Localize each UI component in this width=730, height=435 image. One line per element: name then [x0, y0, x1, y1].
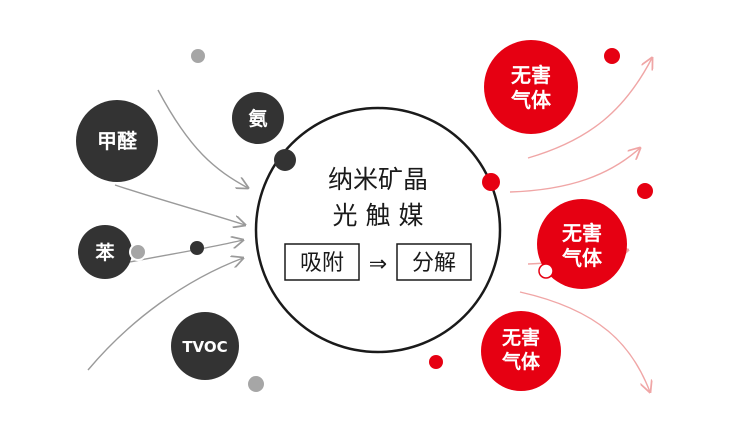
- output-harmless-gas-3: 无害 气体: [481, 311, 561, 391]
- pollutant-jiaquan: 甲醛: [76, 100, 158, 182]
- center-title-line1: 纳米矿晶: [328, 165, 428, 194]
- process-box-adsorb: [284, 243, 360, 281]
- arrow-out-2: [509, 148, 640, 193]
- dot-red: [429, 355, 443, 369]
- dot-red: [637, 183, 653, 199]
- arrow-in-1: [157, 89, 248, 188]
- svg-text:无害: 无害: [502, 326, 540, 349]
- process-step-decompose: 分解: [412, 251, 456, 276]
- pollutant-an: 氨: [232, 92, 284, 144]
- center-circle: [254, 106, 502, 354]
- output-harmless-gas-2: 无害 气体: [537, 199, 627, 289]
- dot-red: [482, 173, 500, 191]
- pollutant-label: TVOC: [182, 338, 227, 356]
- dot-gray: [129, 243, 147, 261]
- pollutant-label: 甲醛: [97, 129, 138, 153]
- process-step-adsorb: 吸附: [300, 251, 344, 276]
- pollutant-label: 氨: [248, 107, 267, 130]
- process-arrow: ⇒: [369, 252, 387, 277]
- output-harmless-gas-1: 无害 气体: [484, 40, 578, 134]
- pollutant-tvoc: TVOC: [171, 312, 239, 380]
- dot-dark: [274, 149, 296, 171]
- decorative-dots: [190, 48, 653, 392]
- svg-text:无害: 无害: [562, 221, 602, 245]
- pollutant-label: 苯: [94, 241, 114, 264]
- svg-text:气体: 气体: [501, 350, 541, 373]
- dot-gray: [248, 376, 264, 392]
- center-title-line2: 光 触 媒: [333, 201, 424, 230]
- arrow-in-3: [129, 240, 243, 263]
- dot-dark: [190, 241, 204, 255]
- svg-text:气体: 气体: [561, 246, 603, 270]
- svg-text:气体: 气体: [510, 88, 552, 112]
- dot-red: [604, 48, 620, 64]
- process-box-decompose: [396, 243, 472, 281]
- pollutant-ben: 苯: [78, 225, 147, 279]
- dot-white: [538, 263, 554, 279]
- svg-text:无害: 无害: [511, 63, 551, 87]
- arrow-in-2: [114, 184, 245, 225]
- arrow-out-4: [519, 291, 650, 392]
- dot-gray: [191, 49, 205, 63]
- arrow-in-4: [87, 258, 243, 371]
- arrow-out-1: [527, 58, 652, 159]
